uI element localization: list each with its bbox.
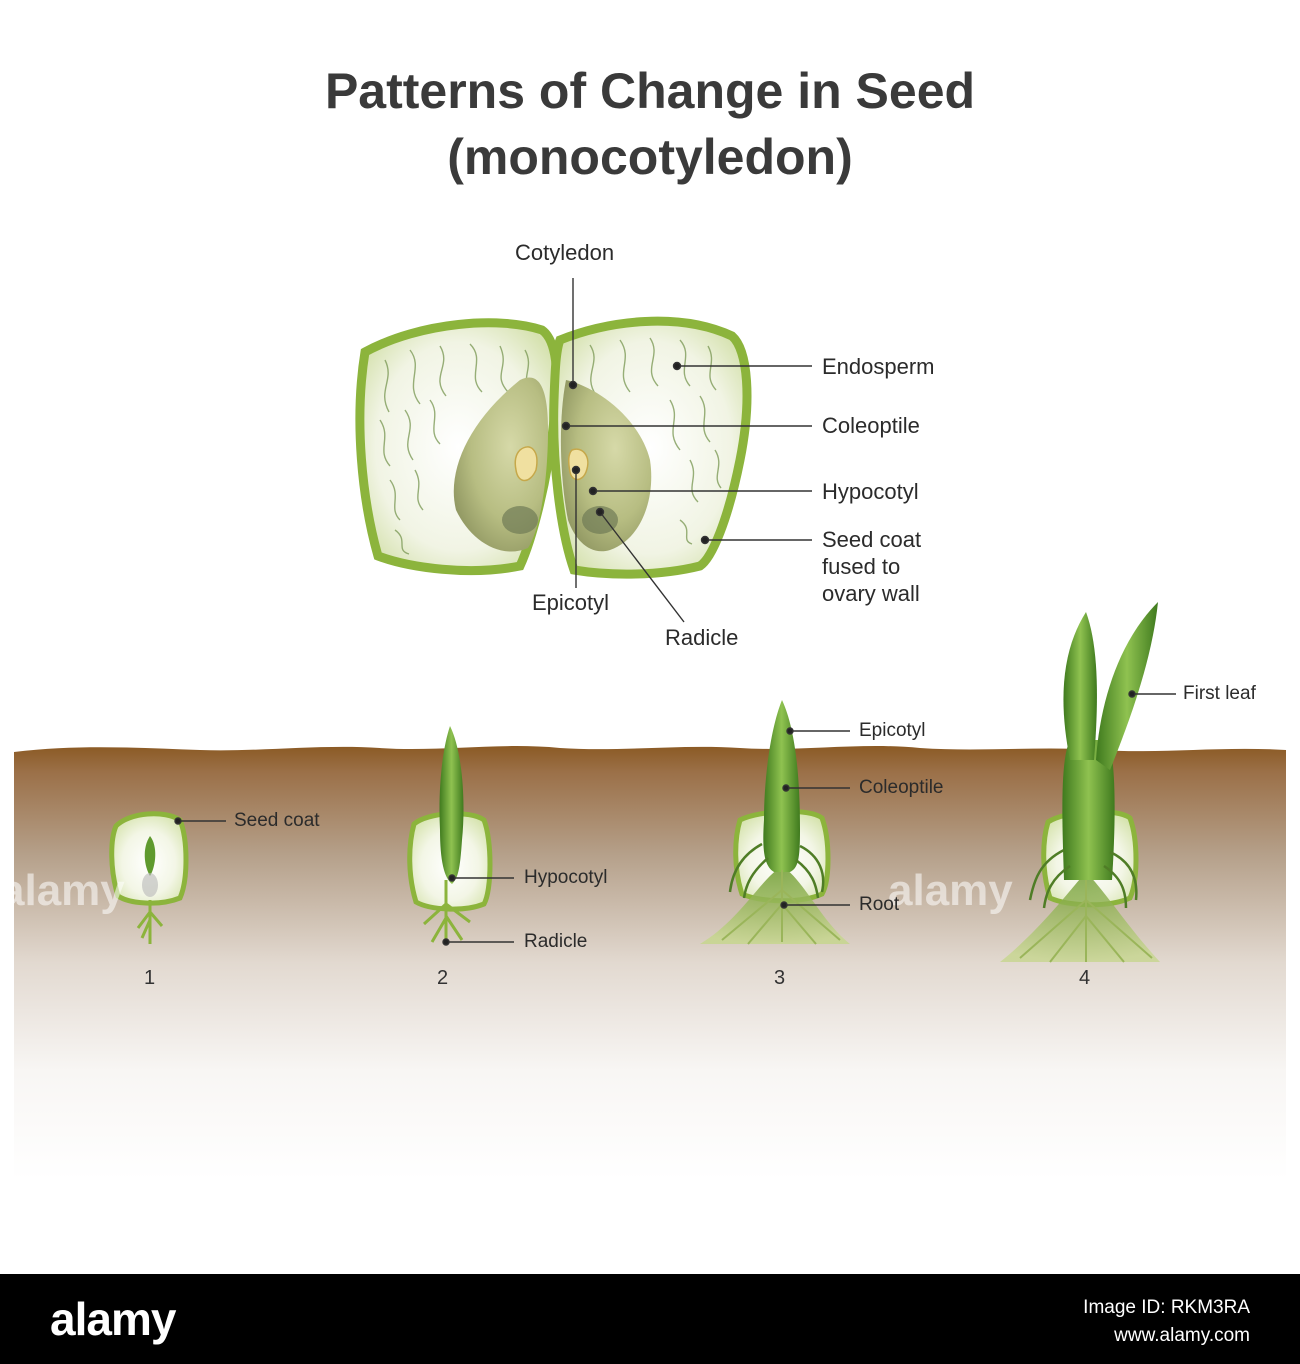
label-seed-coat-fused: Seed coat fused to ovary wall — [822, 526, 921, 607]
label-seed-coat-line-3: ovary wall — [822, 581, 920, 606]
big-seed — [355, 316, 752, 579]
stage-1-number: 1 — [144, 967, 156, 989]
page-title: Patterns of Change in Seed (monocotyledo… — [0, 58, 1300, 190]
label-endosperm: Endosperm — [822, 354, 935, 379]
seed-diagram — [14, 278, 1286, 1180]
stage-4-plant — [1000, 602, 1160, 963]
stage-3-number: 3 — [774, 967, 786, 989]
site-url: www.alamy.com — [1114, 1325, 1250, 1346]
label-seed-coat-line-2: fused to — [822, 554, 901, 579]
stage-4-label-first-leaf: First leaf — [1183, 683, 1256, 704]
stage-2-seedling — [407, 726, 493, 943]
label-cotyledon: Cotyledon — [515, 240, 615, 265]
title-line-1: Patterns of Change in Seed — [324, 63, 976, 119]
label-radicle: Radicle — [665, 625, 739, 650]
footer-bar: alamy Image ID: RKM3RA www.alamy.com — [0, 1274, 1300, 1364]
label-hypocotyl: Hypocotyl — [822, 479, 919, 504]
image-id-block: Image ID: RKM3RA www.alamy.com — [1083, 1294, 1250, 1350]
stage-2-label-hypocotyl: Hypocotyl — [524, 867, 608, 888]
stage-3-label-coleoptile: Coleoptile — [859, 777, 944, 798]
image-id: Image ID: RKM3RA — [1083, 1297, 1250, 1318]
stage-4-number: 4 — [1079, 967, 1091, 989]
label-seed-coat-line-1: Seed coat — [822, 527, 922, 552]
alamy-logo: alamy — [50, 1293, 176, 1345]
stage-3-label-root: Root — [859, 894, 900, 915]
stage-3-label-epicotyl: Epicotyl — [859, 720, 926, 741]
embryo-right — [560, 380, 652, 552]
stage-1-label-seed-coat: Seed coat — [234, 810, 320, 831]
label-coleoptile: Coleoptile — [822, 413, 920, 438]
watermark-right: alamy — [888, 866, 1013, 915]
stage-1-seed — [109, 811, 189, 944]
watermark-left: alamy — [0, 866, 125, 915]
stage-2-label-radicle: Radicle — [524, 931, 588, 952]
label-epicotyl: Epicotyl — [532, 590, 610, 615]
soil — [14, 746, 1286, 1180]
stage-2-number: 2 — [437, 967, 449, 989]
title-line-2: (monocotyledon) — [447, 129, 853, 185]
stage-3-seedling — [700, 700, 850, 945]
